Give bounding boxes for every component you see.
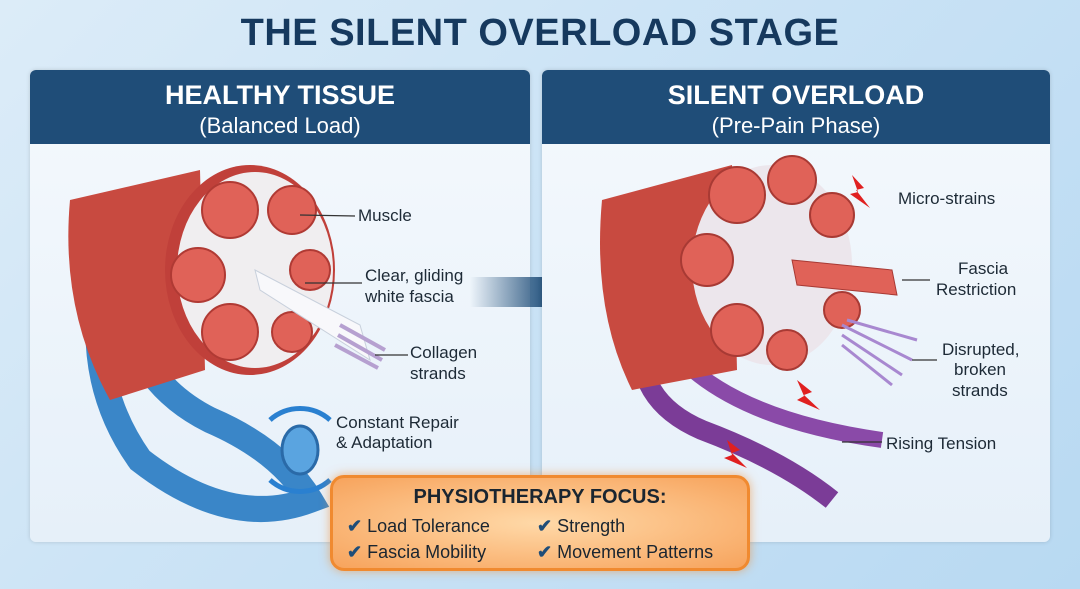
fascicles [170, 181, 331, 361]
label-muscle: Muscle [358, 206, 412, 225]
page-title: THE SILENT OVERLOAD STAGE [240, 12, 840, 54]
panel-heading: SILENT OVERLOAD [667, 80, 925, 110]
checkmark-icon: ✔ [537, 542, 553, 562]
panel-subheading: (Pre-Pain Phase) [711, 113, 881, 138]
repair-cycle-icon [268, 406, 332, 422]
label-repair-line1: Constant Repair [336, 413, 459, 432]
label-fascia-line2: white fascia [365, 287, 454, 306]
label-restriction-line2: Restriction [936, 280, 1017, 299]
physiotherapy-focus-box: PHYSIOTHERAPY FOCUS: ✔Load Tolerance ✔St… [330, 475, 750, 571]
label-repair-line2: & Adaptation [336, 433, 433, 452]
focus-item: ✔Movement Patterns [537, 542, 714, 562]
panel-header: SILENT OVERLOAD (Pre-Pain Phase) [542, 70, 1050, 144]
checkmark-icon: ✔ [347, 542, 363, 562]
focus-item: ✔Fascia Mobility [347, 542, 487, 562]
label-restriction-line1: Fascia [958, 259, 1009, 278]
silent-overload-panel: SILENT OVERLOAD (Pre-Pain Phase) Micro-s… [542, 70, 1050, 542]
healthy-tissue-panel: HEALTHY TISSUE (Balanced Load) Muscle Cl… [30, 70, 530, 542]
fascicles [680, 155, 861, 371]
focus-title: PHYSIOTHERAPY FOCUS: [413, 486, 667, 508]
focus-item: ✔Load Tolerance [347, 516, 490, 536]
label-collagen-line2: strands [410, 364, 466, 383]
label-collagen-line1: Collagen [410, 343, 478, 362]
label-disrupted-line2: broken [954, 360, 1006, 379]
checkmark-icon: ✔ [347, 516, 363, 536]
panel-subheading: (Balanced Load) [199, 113, 361, 138]
panel-heading: HEALTHY TISSUE [164, 80, 396, 110]
focus-item: ✔Strength [537, 516, 626, 536]
label-micro-strains: Micro-strains [898, 189, 996, 208]
healthy-muscle-illustration [68, 165, 408, 522]
label-fascia-line1: Clear, gliding [365, 266, 464, 285]
lightning-bolt-icons [724, 175, 870, 468]
overloaded-muscle-illustration [600, 155, 937, 508]
checkmark-icon: ✔ [537, 516, 553, 536]
label-disrupted-line3: strands [952, 381, 1008, 400]
blood-vessel-icon [85, 271, 330, 522]
label-rising-tension: Rising Tension [886, 434, 997, 453]
panel-header: HEALTHY TISSUE (Balanced Load) [30, 70, 530, 144]
label-disrupted-line1: Disrupted, [942, 340, 1020, 359]
